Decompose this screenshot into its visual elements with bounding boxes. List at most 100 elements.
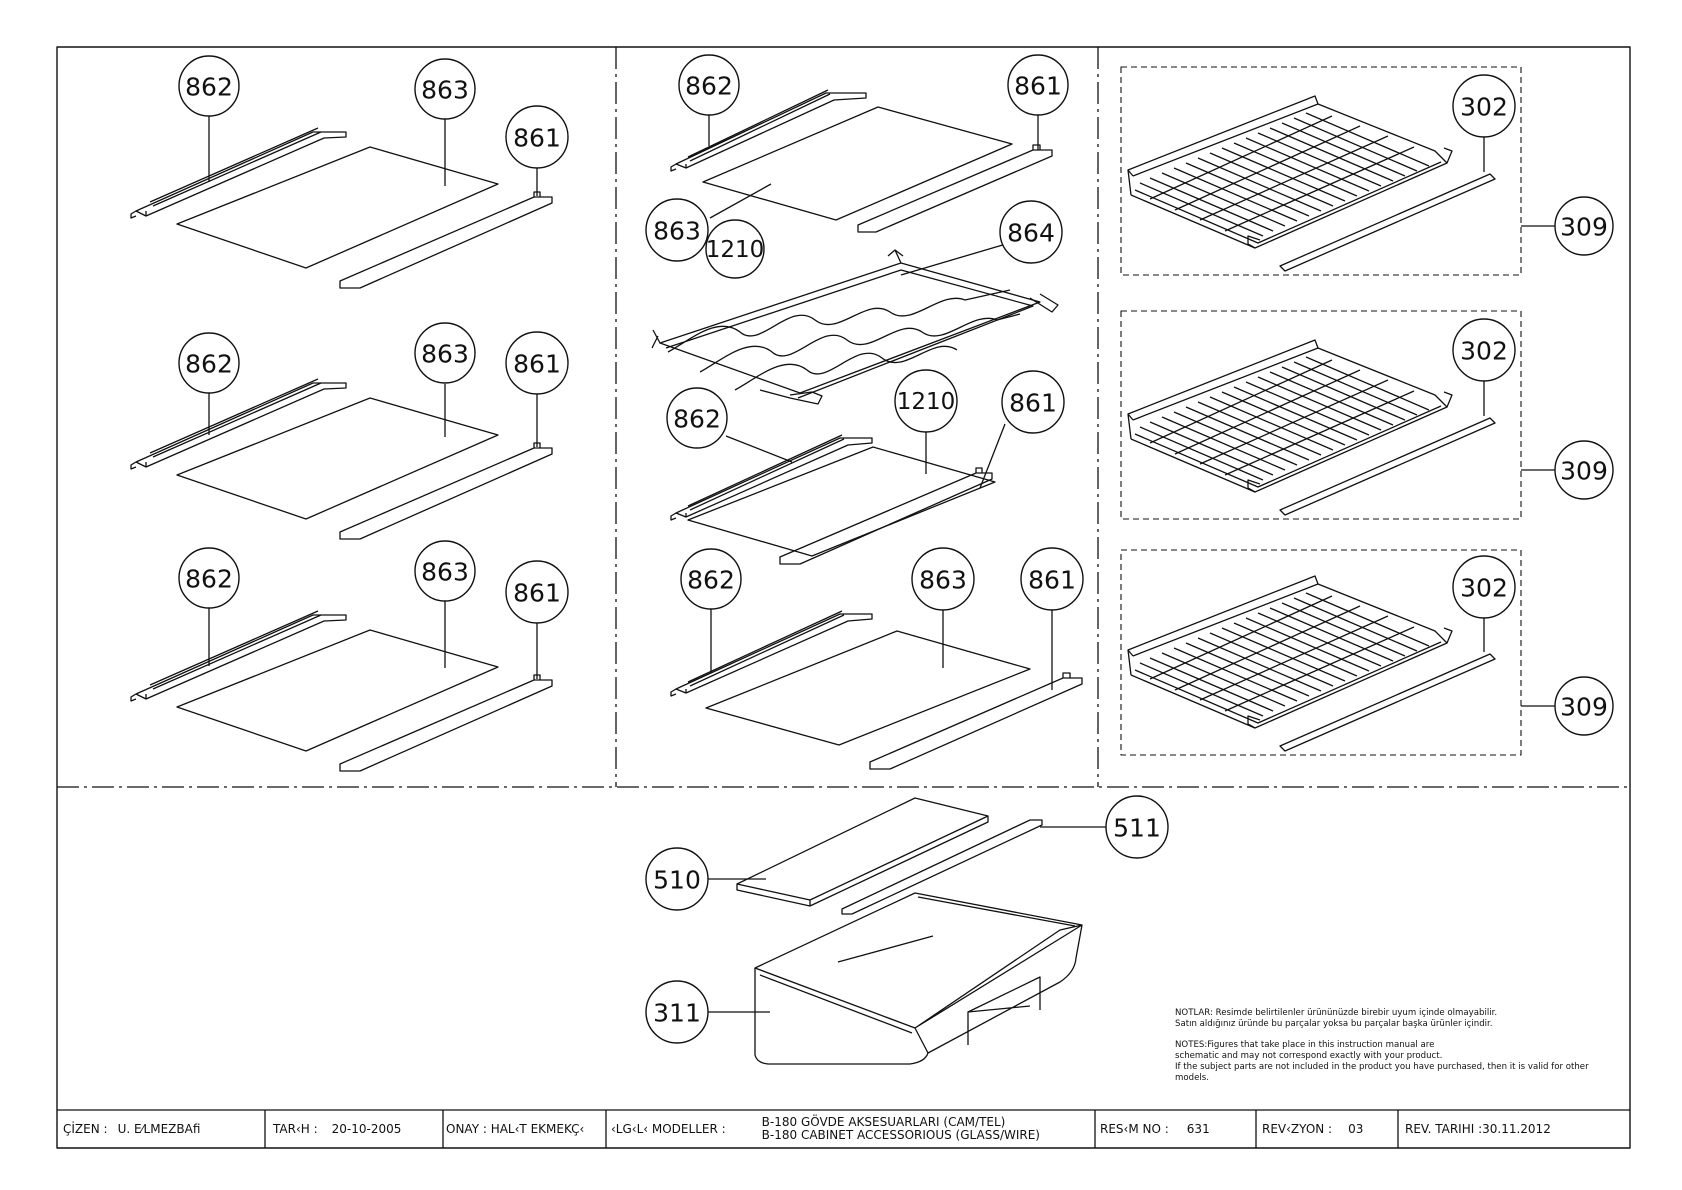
- callout-864: 864: [999, 200, 1063, 264]
- callout-label: 861: [1028, 566, 1076, 595]
- rear-trim: [670, 434, 873, 521]
- callout-circle: [414, 58, 476, 120]
- callout-label: 862: [685, 72, 733, 101]
- callout-circle: [645, 198, 709, 262]
- callout-circle: [680, 548, 742, 610]
- callout-circle: [414, 540, 476, 602]
- callout-label: 510: [653, 866, 701, 895]
- callout-label: 863: [653, 217, 701, 246]
- callout-circle: [705, 219, 765, 279]
- rear-trim: [670, 89, 867, 172]
- rear-trim: [670, 610, 873, 697]
- callout-circle: [1452, 555, 1516, 619]
- callout-circle: [999, 200, 1063, 264]
- revision-label: REV‹ZYON :: [1262, 1122, 1333, 1136]
- callout-302: 302: [1452, 555, 1516, 619]
- callout-862: 862: [178, 547, 240, 609]
- crisper-assembly: [736, 797, 1083, 1065]
- callout-309: 309: [1554, 440, 1614, 500]
- callout-label: 862: [687, 566, 735, 595]
- callout-circle: [178, 55, 240, 117]
- drawn-by-label: ÇİZEN :: [63, 1122, 108, 1136]
- front-trim: [869, 672, 1083, 770]
- approval-text: ONAY : HAL‹T EKMEKÇ‹: [446, 1122, 585, 1136]
- callout-1210: 1210: [705, 219, 765, 279]
- callout-309: 309: [1554, 676, 1614, 736]
- drawn-by-cell: ÇİZEN : U. E⁄LMEZBAfi: [63, 1110, 200, 1148]
- callout-862: 862: [680, 548, 742, 610]
- callout-863: 863: [414, 58, 476, 120]
- rev-date: REV. TARIHI :30.11.2012: [1405, 1122, 1551, 1136]
- callout-863: 863: [414, 540, 476, 602]
- drawing-description: B-180 GÖVDE AKSESUARLARI (CAM/TEL) B-180…: [762, 1116, 1040, 1142]
- callout-309: 309: [1554, 196, 1614, 256]
- callout-861: 861: [1001, 370, 1065, 434]
- callout-circle: [894, 369, 958, 433]
- wire-shelf-group: [1120, 310, 1522, 520]
- callout-circle: [645, 980, 709, 1044]
- callout-circle: [505, 331, 569, 395]
- callout-label: 862: [185, 350, 233, 379]
- shelf-assembly: [670, 89, 1053, 233]
- callout-label: 309: [1560, 693, 1608, 722]
- leader-lines: [208, 112, 538, 679]
- glass-shelf: [702, 106, 1013, 221]
- callout-label: 309: [1560, 457, 1608, 486]
- crisper-cover: [736, 797, 989, 907]
- leader-lines: [706, 826, 1107, 1013]
- revision-value: 03: [1348, 1122, 1364, 1136]
- front-trim: [779, 467, 993, 565]
- callout-861: 861: [505, 105, 569, 169]
- approval-cell: ONAY : HAL‹T EKMEKÇ‹: [446, 1110, 584, 1148]
- callout-circle: [1105, 795, 1169, 859]
- drawing-no-label: RES‹M NO :: [1100, 1122, 1169, 1136]
- wire-shelf-group: [1120, 549, 1522, 756]
- callout-label: 1210: [706, 237, 765, 263]
- callout-label: 861: [513, 124, 561, 153]
- callout-862: 862: [178, 55, 240, 117]
- crisper-drawer: [754, 892, 1083, 1065]
- callout-861: 861: [1020, 547, 1084, 611]
- callout-label: 302: [1460, 574, 1508, 603]
- callout-311: 311: [645, 980, 709, 1044]
- callout-label: 302: [1460, 337, 1508, 366]
- callout-circle: [1554, 676, 1614, 736]
- callout-862: 862: [666, 387, 728, 449]
- callout-label: 863: [421, 76, 469, 105]
- callout-label: 861: [1014, 72, 1062, 101]
- callout-863: 863: [911, 547, 975, 611]
- callout-circle: [505, 560, 569, 624]
- title-block: ÇİZEN : U. E⁄LMEZBAfi TAR‹H : 20-10-2005…: [57, 1110, 1630, 1148]
- callout-label: 309: [1560, 213, 1608, 242]
- shelf-assembly: [130, 378, 553, 540]
- callout-circle: [505, 105, 569, 169]
- date-cell: TAR‹H : 20-10-2005: [273, 1110, 401, 1148]
- callout-label: 863: [919, 566, 967, 595]
- callout-label: 302: [1460, 93, 1508, 122]
- callout-circle: [178, 547, 240, 609]
- callout-circle: [1554, 196, 1614, 256]
- callout-862: 862: [678, 54, 740, 116]
- wire-shelf-group: [1120, 66, 1522, 276]
- glass-shelf: [687, 446, 996, 557]
- callout-label: 861: [1009, 389, 1057, 418]
- description-en: B-180 CABINET ACCESSORIOUS (GLASS/WIRE): [761, 1128, 1040, 1142]
- leader-lines: [1483, 137, 1555, 707]
- callout-circle: [666, 387, 728, 449]
- note-tr-line-1: NOTLAR: Resimde belirtilenler ürününüzde…: [1175, 1008, 1498, 1018]
- shelf-assembly: [130, 127, 553, 289]
- callout-511: 511: [1105, 795, 1169, 859]
- callout-302: 302: [1452, 74, 1516, 138]
- callout-label: 862: [673, 405, 721, 434]
- callout-label: 511: [1113, 814, 1161, 843]
- callout-label: 863: [421, 558, 469, 587]
- date-value: 20-10-2005: [331, 1122, 402, 1136]
- rear-trim: [130, 378, 347, 470]
- revision-cell: REV‹ZYON : 03: [1262, 1110, 1363, 1148]
- models-cell: ‹LG‹L‹ MODELLER : B-180 GÖVDE AKSESUARLA…: [611, 1110, 1040, 1148]
- callout-861: 861: [505, 560, 569, 624]
- callout-circle: [678, 54, 740, 116]
- glass-shelf: [705, 630, 1031, 746]
